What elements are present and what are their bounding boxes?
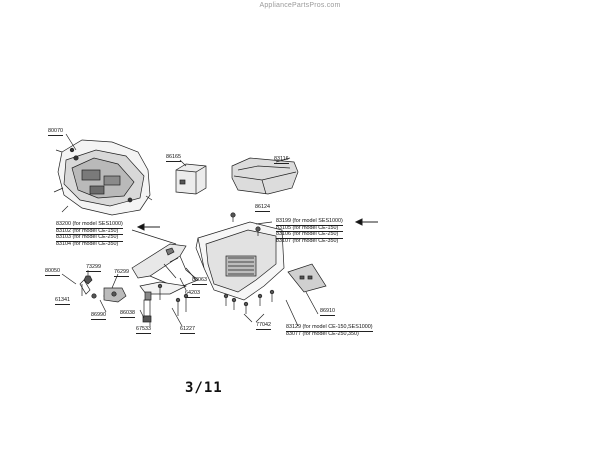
leader-lines [61, 267, 299, 327]
label-86910: 86910 [320, 308, 335, 316]
label-86038: 86038 [120, 310, 135, 318]
label-group-left-line: 83102 (for model CE-150) [56, 227, 123, 235]
label-86165: 86165 [166, 154, 181, 162]
label-group-right-line: 83107 (for model CE-350) [276, 237, 343, 245]
label-73299: 73299 [86, 264, 101, 272]
label-80070: 80070 [48, 128, 63, 136]
arrow-right-pointer [354, 218, 378, 226]
part-base-tray-drawing [195, 221, 285, 301]
label-76299: 76299 [114, 269, 129, 277]
label-group-left: 83200 (for model SES1000) 83102 (for mod… [56, 221, 123, 248]
part-left-housing-drawing [131, 229, 199, 295]
part-86165-drawing [175, 159, 207, 195]
label-group-left-line: 83200 (for model SES1000) [56, 221, 123, 227]
page-number: 3/11 [185, 380, 223, 396]
label-77042: 77042 [256, 322, 271, 330]
label-group-right-line: 83106 (for model CE-250) [276, 231, 343, 238]
label-group-right-line: 83105 (for model CE-150) [276, 224, 343, 232]
part-80070-drawing [53, 133, 153, 216]
label-86124: 86124 [255, 204, 270, 212]
label-61227: 61227 [180, 326, 195, 334]
label-83063: 83063 [192, 277, 207, 285]
watermark: AppliancePartsPros.com [259, 2, 341, 9]
label-group-right-line: 83199 (for model SES1000) [276, 218, 343, 224]
part-83116-drawing [231, 157, 299, 195]
label-group-left-line: 83104 (for model CE-350) [56, 240, 123, 248]
arrow-left-pointer [136, 223, 160, 231]
label-83116: 83116 [274, 156, 289, 164]
label-group-bottom-line: 83129 (for model CE-150,SES1000) [286, 324, 373, 330]
label-group-left-line: 83103 (for model CE-250) [56, 234, 123, 241]
label-64203: 64203 [185, 290, 200, 298]
label-67533: 67533 [136, 326, 151, 334]
label-group-bottom: 83129 (for model CE-150,SES1000) 83077 (… [286, 324, 373, 338]
label-80050: 80050 [45, 268, 60, 276]
label-61341: 61341 [55, 297, 70, 305]
label-group-bottom-line: 83077 (for model CE-250,350) [286, 330, 373, 338]
part-fasteners-drawing [79, 212, 275, 323]
label-group-right: 83199 (for model SES1000) 83105 (for mod… [276, 218, 343, 245]
label-86990: 86990 [91, 312, 106, 320]
part-86910-drawing [287, 263, 327, 315]
